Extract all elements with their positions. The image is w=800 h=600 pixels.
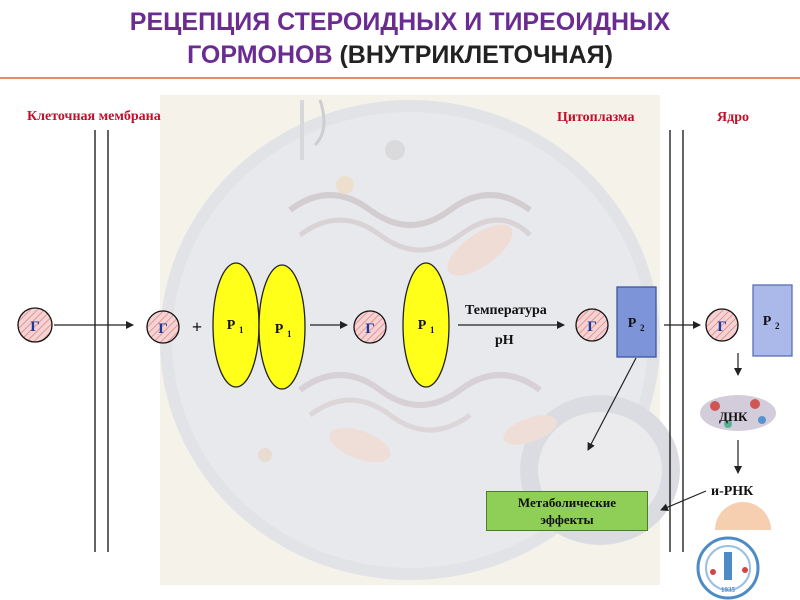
title-line2-main: ГОРМОНОВ [187,41,333,69]
boundary-lines [94,130,684,552]
svg-text:2: 2 [640,323,645,333]
hormone-cytoplasm: Г [146,310,180,344]
hormone-free: Г [17,307,53,343]
svg-text:Р: Р [628,316,637,331]
condition-temperature: Температура [465,303,547,318]
svg-text:Г: Г [717,319,727,335]
title-line1: РЕЦЕПЦИЯ СТЕРОИДНЫХ И ТИРЕОИДНЫХ [129,8,671,36]
title-divider [0,77,800,79]
svg-text:Г: Г [158,321,168,337]
svg-text:Г: Г [365,321,375,337]
receptor1-b: Р 1 [258,264,306,390]
svg-text:2: 2 [775,321,780,331]
title-line2: ГОРМОНОВ (ВНУТРИКЛЕТОЧНАЯ) [0,39,800,72]
receptor2-nucleus: Р 2 [752,284,793,357]
label-membrane: Клеточная мембрана [27,109,161,124]
svg-text:Г: Г [587,319,597,335]
label-dna: ДНК [719,409,748,424]
svg-text:Р: Р [418,318,427,333]
label-cytoplasm: Цитоплазма [557,110,635,125]
svg-text:1: 1 [430,325,435,335]
effects-line1: Метаболические [517,495,617,510]
metabolic-effects-box: Метаболические эффекты [486,491,648,531]
receptor2-cytoplasm: Р 2 [616,286,657,358]
hormone-complex: Г [353,310,387,344]
slide-title: РЕЦЕПЦИЯ СТЕРОИДНЫХ И ТИРЕОИДНЫХ ГОРМОНО… [0,6,800,72]
title-line2-paren: (ВНУТРИКЛЕТОЧНАЯ) [339,41,613,69]
receptor1-c: Р 1 [402,262,450,388]
condition-ph: рН [495,333,514,348]
effects-line2: эффекты [540,512,594,527]
svg-text:Р: Р [275,322,284,337]
plus-sign: + [192,317,202,337]
flow-arrows [54,321,742,511]
svg-text:1: 1 [239,325,244,335]
svg-text:Р: Р [227,318,236,333]
svg-text:Р: Р [763,314,772,329]
logo-year: 1935 [721,586,736,594]
label-mrna: и-РНК [711,484,754,499]
receptor1-a: Р 1 [212,262,260,388]
label-nucleus: Ядро [717,110,749,125]
hormone-nucleus: Г [705,308,739,342]
svg-text:Г: Г [30,319,40,335]
svg-text:1: 1 [287,329,292,339]
hormone-r2: Г [575,308,609,342]
